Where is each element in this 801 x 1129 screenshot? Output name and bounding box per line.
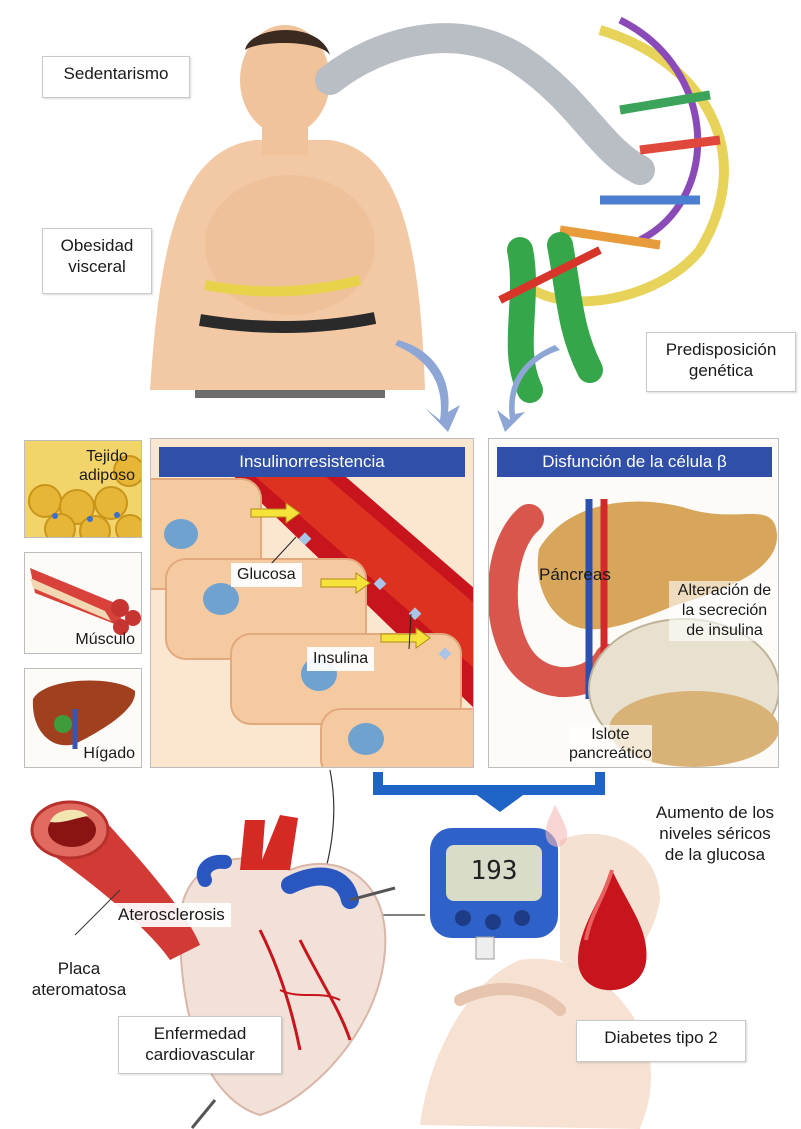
insulin-resistance-title: Insulinorresistencia <box>159 447 465 477</box>
cardiovascular-disease-line2: cardiovascular <box>129 1044 271 1065</box>
visceral-obesity-label: Obesidad visceral <box>42 228 152 294</box>
visceral-obesity-line1: Obesidad <box>53 235 141 256</box>
obese-man-illustration <box>150 25 425 398</box>
glucose-label: Glucosa <box>231 563 302 587</box>
glucometer-reading: 193 <box>452 856 536 886</box>
adipose-tissue-panel: Tejido adiposo <box>24 440 142 538</box>
islet-label-line1: Islote <box>569 725 652 744</box>
secretion-label-line2: la secreción <box>669 601 779 621</box>
adipose-label-line2: adiposo <box>79 466 135 485</box>
genetic-predisposition-line1: Predisposición <box>657 339 785 360</box>
genetic-predisposition-label: Predisposición genética <box>646 332 796 392</box>
glucose-increase-line3: de la glucosa <box>640 844 790 865</box>
atheromatous-plaque-line2: ateromatosa <box>24 979 134 1000</box>
cardiovascular-disease-label: Enfermedad cardiovascular <box>118 1016 282 1074</box>
beta-cell-title: Disfunción de la célula β <box>497 447 772 477</box>
blood-vessel-cells-illustration <box>151 439 474 768</box>
atheromatous-plaque-label: Placa ateromatosa <box>24 958 134 1000</box>
glucose-increase-label: Aumento de los niveles séricos de la glu… <box>640 802 790 865</box>
liver-label: Hígado <box>83 745 135 763</box>
secretion-label: Alteración de la secreción de insulina <box>669 581 779 641</box>
secretion-label-line3: de insulina <box>669 621 779 641</box>
sedentarism-label: Sedentarismo <box>42 56 190 98</box>
liver-panel: Hígado <box>24 668 142 768</box>
muscle-label: Músculo <box>75 631 135 649</box>
insulin-resistance-panel: Insulinorresistencia Glucosa Insulina <box>150 438 474 768</box>
cardiovascular-disease-line1: Enfermedad <box>129 1023 271 1044</box>
glucose-increase-line1: Aumento de los <box>640 802 790 823</box>
atheromatous-plaque-line1: Placa <box>24 958 134 979</box>
muscle-panel: Músculo <box>24 552 142 654</box>
genetic-predisposition-line2: genética <box>657 360 785 381</box>
islet-label-line2: pancreático <box>569 744 652 763</box>
atherosclerosis-label: Aterosclerosis <box>112 903 231 927</box>
visceral-obesity-line2: visceral <box>53 256 141 277</box>
adipose-label-line1: Tejido <box>79 447 135 466</box>
beta-cell-panel: Disfunción de la célula β Páncreas Alter… <box>488 438 779 768</box>
type2-diabetes-label: Diabetes tipo 2 <box>576 1020 746 1062</box>
glucose-increase-line2: niveles séricos <box>640 823 790 844</box>
secretion-label-line1: Alteración de <box>669 581 779 601</box>
insulin-label: Insulina <box>307 647 374 671</box>
islet-label: Islote pancreático <box>569 725 652 763</box>
pancreas-label: Páncreas <box>539 565 611 585</box>
